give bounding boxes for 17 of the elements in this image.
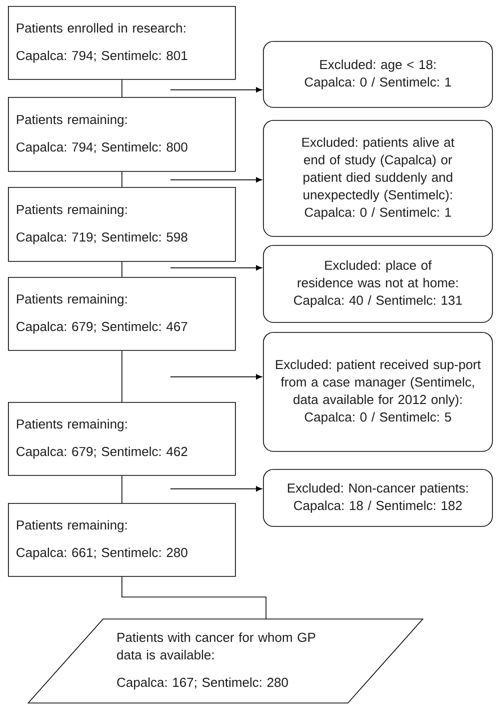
process-box: Patients remaining: Capalca: 679; Sentimelc: 467	[8, 277, 236, 351]
arrow	[170, 265, 262, 270]
process-box: Patients remaining: Capalca: 679; Sentimelc: 462	[8, 402, 236, 476]
arrow	[170, 486, 262, 492]
process-box: Patients remaining: Capalca: 661; Sentimelc: 280	[8, 503, 236, 577]
rounded-box: Excluded: patients alive at end of study (Capalca) or patient died suddenly and unexpectedly (Sentimelc): Capalca: 0 / Sentimelc: 1	[263, 120, 493, 237]
arrow	[170, 374, 262, 380]
process-box: Patients remaining: Capalca: 794; Sentimelc: 800	[8, 97, 236, 172]
arrow	[170, 87, 262, 92]
rounded-box: Excluded: place of residence was not at home: Capalca: 40 / Sentimelc: 131	[263, 245, 493, 323]
arrow	[170, 177, 262, 182]
rounded-box: Excluded: Non-cancer patients: Capalca: 18 / Sentimelc: 182	[263, 469, 493, 527]
rounded-box: Excluded: patient received sup-port from a case manager (Sentimelc, data available for 2012 only): Capalca: 0 / Sentimelc: 5	[263, 332, 493, 452]
process-box: Patients remaining: Capalca: 719; Sentimelc: 598	[8, 187, 236, 262]
rounded-box: Excluded: age < 18: Capalca: 0 / Sentimelc: 1	[263, 41, 493, 108]
connector-line	[122, 576, 266, 619]
process-box: Patients enrolled in research: Capalca: 794; Sentimelc: 801	[8, 6, 236, 80]
